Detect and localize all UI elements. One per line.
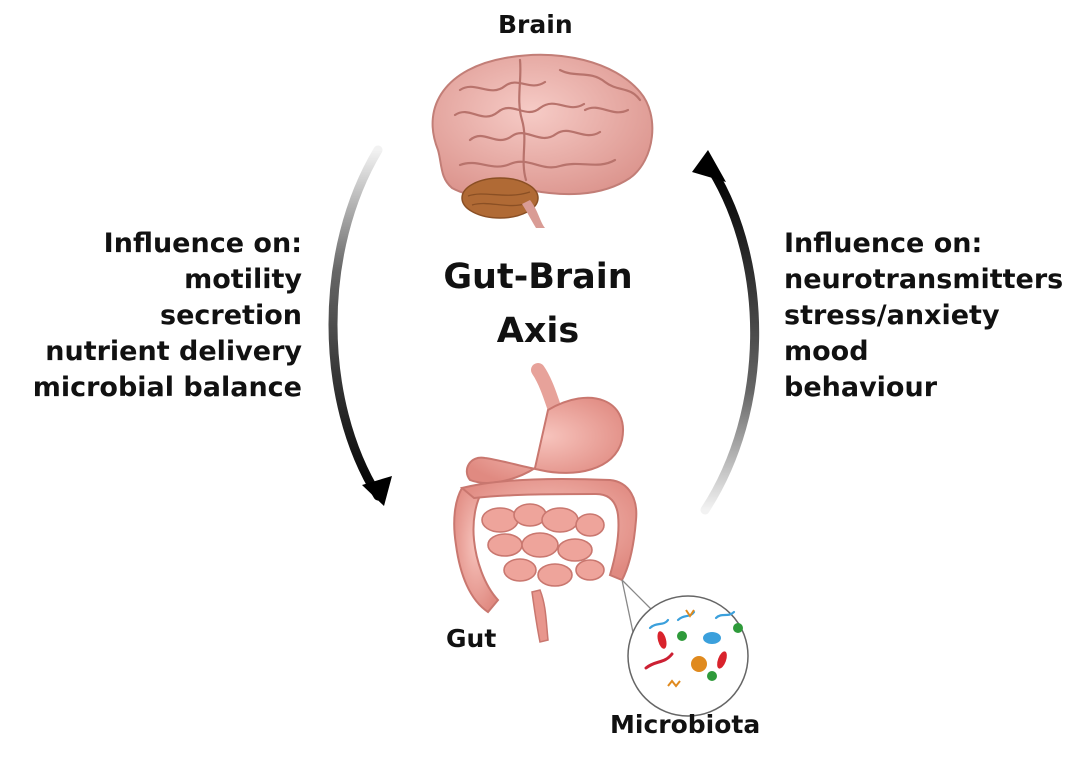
left-item: microbial balance <box>32 372 302 403</box>
right-curved-arrow <box>692 150 760 515</box>
microbiota-label: Microbiota <box>610 710 761 739</box>
title-line-1: Gut-Brain <box>443 257 633 297</box>
brain-illustration <box>431 53 654 228</box>
diagram-title: Gut-Brain Axis <box>420 250 656 358</box>
right-heading: Influence on: <box>784 228 983 259</box>
left-influence-list: Influence on: motility secretion nutrien… <box>33 226 302 406</box>
zoom-lines <box>621 579 657 638</box>
right-influence-list: Influence on: neurotransmitters stress/a… <box>784 226 1063 406</box>
gut-label: Gut <box>446 624 497 653</box>
title-line-2: Axis <box>496 311 580 351</box>
brain-label: Brain <box>498 10 573 39</box>
right-item: behaviour <box>784 372 938 403</box>
left-heading: Influence on: <box>103 228 302 259</box>
left-item: secretion <box>160 300 302 331</box>
right-item: stress/anxiety <box>784 300 1000 331</box>
microbiota-circle <box>627 595 749 717</box>
gut-illustration <box>453 363 638 643</box>
right-item: neurotransmitters <box>784 264 1064 295</box>
left-item: motility <box>184 264 302 295</box>
left-item: nutrient delivery <box>45 336 302 367</box>
right-item: mood <box>784 336 869 367</box>
left-curved-arrow <box>328 145 392 506</box>
